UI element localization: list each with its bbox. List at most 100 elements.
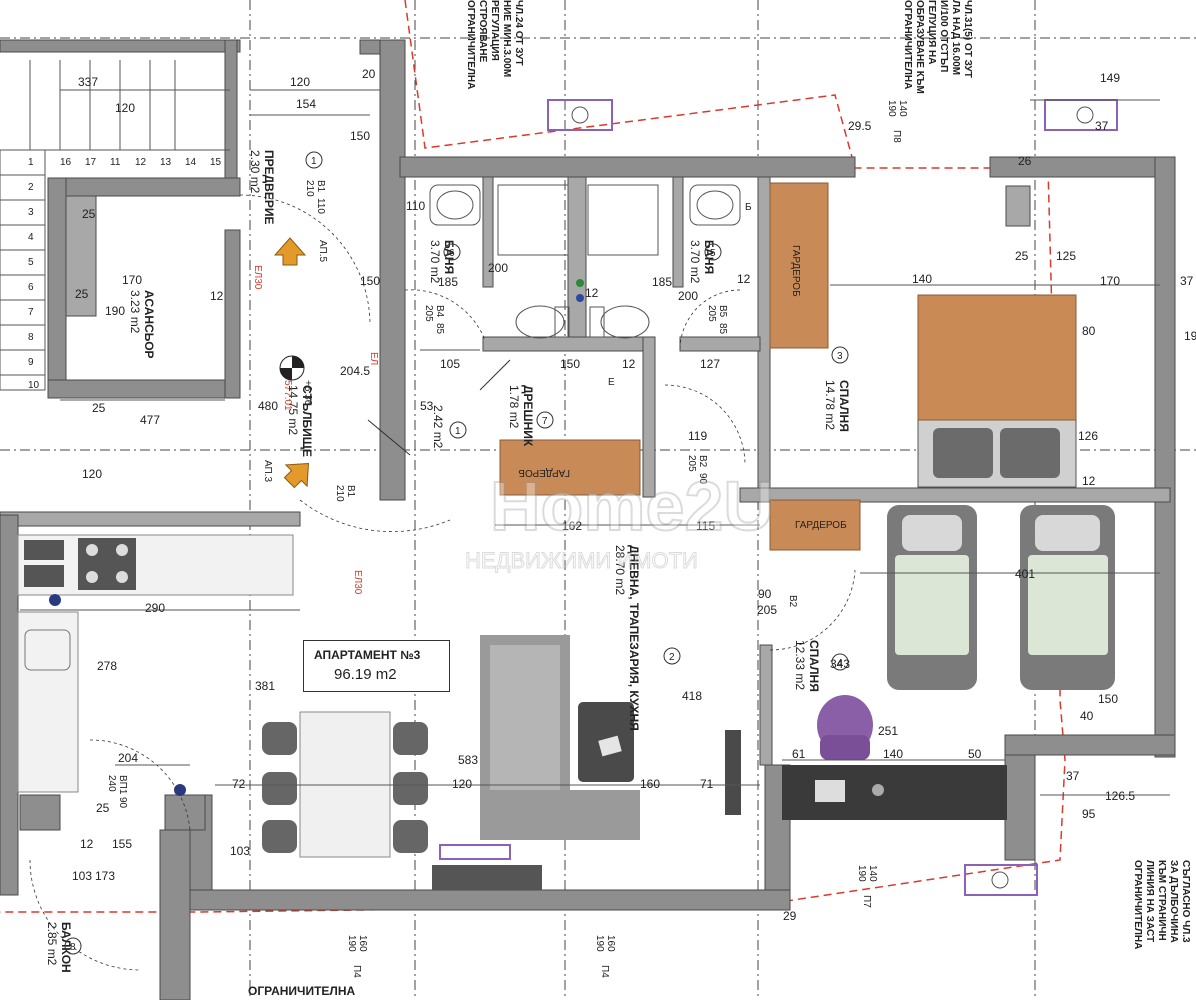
dim-53: 53 [420,399,434,413]
svg-text:П4: П4 [599,965,610,978]
wardrobe-label-2: ГАРДЕРОБ [518,467,570,478]
dim-125: 125 [1056,249,1076,263]
stair-numbers: 1 2 3 4 5 6 7 8 9 10 11 12 13 14 15 16 1… [28,157,222,391]
el30-label-2: ЕЛ30 [352,570,363,595]
room-bath5-area: 3.70 m2 [688,240,702,284]
svg-text:205: 205 [686,455,697,472]
dim-90: 90 [758,587,772,601]
dim-480: 480 [258,399,278,413]
double-bed [917,185,1077,488]
svg-text:1: 1 [28,157,34,168]
dim-25e: 25 [82,207,96,221]
svg-text:КЪМ СТРАНИЧН: КЪМ СТРАНИЧН [1156,860,1167,941]
svg-text:210: 210 [304,180,315,197]
svg-text:160: 160 [357,935,368,952]
dim-12e: 12 [80,837,94,851]
svg-text:190: 190 [346,935,357,952]
dim-150b: 150 [560,357,580,371]
dim-95: 95 [1082,807,1096,821]
svg-text:85: 85 [434,323,445,335]
dim-37b: 37 [1066,769,1080,783]
dim-127: 127 [700,357,720,371]
dim-61: 61 [792,747,806,761]
dim-12: 12 [737,272,751,286]
svg-text:16: 16 [60,157,72,168]
svg-text:В2: В2 [787,595,798,608]
svg-text:7: 7 [542,416,548,427]
dim-105: 105 [440,357,460,371]
svg-text:ГЕЛУЦИЯ НА: ГЕЛУЦИЯ НА [926,0,937,64]
svg-text:190: 190 [886,100,897,117]
svg-text:8: 8 [70,942,76,953]
svg-text:ЧЛ.31(5) ОТ ЗУТ: ЧЛ.31(5) ОТ ЗУТ [962,0,973,78]
svg-text:2: 2 [28,182,34,193]
wardrobe-label-3: ГАРДЕРОБ [795,520,847,531]
apartment-title: АПАРТАМЕНТ №3 [314,648,421,662]
dim-25d: 25 [75,287,89,301]
dim-120b: 120 [115,101,135,115]
limit-line-label: ОГРАНИЧИТЕЛНА [248,984,356,998]
svg-text:1: 1 [311,156,317,167]
dim-204-5: 204.5 [340,364,370,378]
svg-text:1: 1 [455,426,461,437]
dim-140: 140 [912,272,932,286]
room-stair-area: 14.75 m2 [286,385,300,435]
bath-fixtures [429,184,741,339]
markers [439,99,1118,896]
svg-text:90: 90 [117,797,128,809]
dim-119: 119 [688,429,707,443]
dim-19: 19 [1184,329,1196,343]
dim-205: 205 [757,603,777,617]
dim-190: 190 [105,304,125,318]
room-living-area: 28.70 m2 [613,545,627,595]
room-predverie-name: ПРЕДВЕРИЕ [262,150,276,224]
dim-251: 251 [878,724,898,738]
dim-12f: 12 [210,289,224,303]
dim-381: 381 [255,679,275,693]
svg-text:В4: В4 [434,305,445,318]
dim-26: 26 [1018,154,1032,168]
dim-72: 72 [232,777,246,791]
svg-text:140: 140 [867,865,878,882]
misc-labels: АП.5 АП.3 +6.36 577.01 ЕЛ30 ЕЛ30 ЕЛ Б Е … [248,202,752,998]
svg-text:240: 240 [106,775,117,792]
door-swings [29,194,856,971]
dim-401: 401 [1015,567,1035,581]
dim-200b: 200 [678,289,698,303]
svg-text:ЗА ДЪЛБОЧИНА: ЗА ДЪЛБОЧИНА [1168,860,1179,943]
dim-25c: 25 [96,801,110,815]
dim-583: 583 [458,753,478,767]
svg-text:90: 90 [697,473,708,485]
svg-text:190: 190 [594,935,605,952]
kitchen [17,534,294,796]
dimension-lines [20,89,1170,796]
dim-120d: 120 [452,777,472,791]
dim-12b: 12 [585,286,599,300]
watermark-brand: Home2U [490,467,774,545]
svg-text:П4: П4 [351,965,362,978]
dim-170: 170 [122,273,142,287]
room-closet-area: 1.78 m2 [507,385,521,429]
walls [0,39,1176,1000]
dim-40: 40 [1080,709,1094,723]
svg-text:ЛИНИЯ НА ЗАСТ: ЛИНИЯ НА ЗАСТ [1144,860,1155,942]
dim-126: 126 [1078,429,1098,443]
dim-37c: 37 [1180,274,1194,288]
room-living-name: ДНЕВНА, ТРАПЕЗАРИЯ, КУХНЯ [627,545,641,731]
svg-text:190: 190 [856,865,867,882]
dim-71: 71 [700,777,714,791]
dim-103: 103 [72,869,92,883]
room-predverie-area: 2.30 m2 [248,150,262,194]
svg-text:205: 205 [423,305,434,322]
dim-126-5: 126.5 [1105,789,1135,803]
dim-185: 185 [438,275,458,289]
apartment-area: 96.19 m2 [334,666,397,683]
dim-150c: 150 [1098,692,1118,706]
svg-text:В1: В1 [345,485,356,498]
dim-418: 418 [682,689,702,703]
dim-110: 110 [406,199,425,213]
svg-text:110: 110 [315,198,326,214]
dim-155: 155 [112,837,132,851]
